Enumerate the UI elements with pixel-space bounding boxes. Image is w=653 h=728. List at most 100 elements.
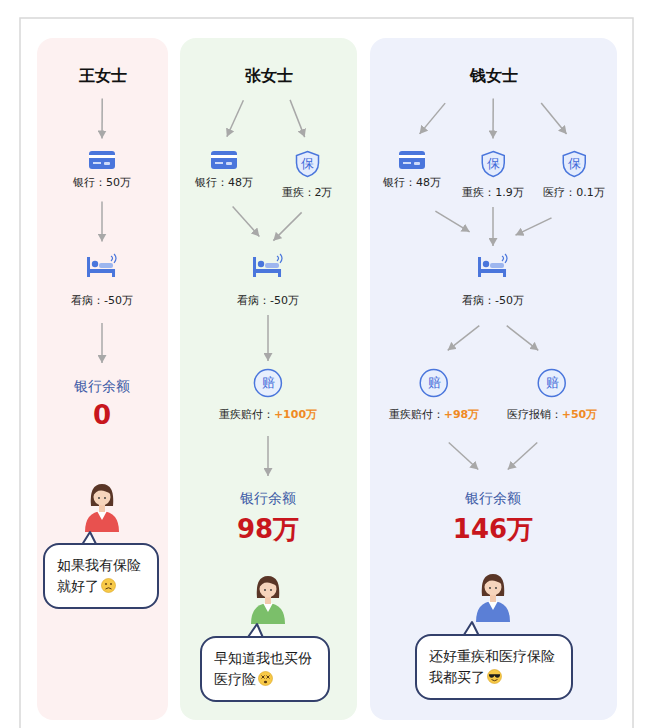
medical-node: 看病：-50万	[71, 253, 133, 308]
label-row: 重疾赔付：+98万	[389, 403, 480, 422]
flow-arrow	[541, 103, 566, 134]
flow-arrow	[267, 315, 269, 361]
bank-node: 银行：48万	[195, 150, 253, 190]
person-name: 王女士	[37, 66, 168, 87]
icon-character: 保	[294, 150, 320, 178]
balance-value: 98万	[237, 512, 299, 547]
icon-character: 赔	[253, 368, 283, 398]
bank-node: 银行：50万	[73, 150, 131, 190]
panel-ground	[180, 38, 357, 720]
amount-label: 银行：48万	[195, 175, 253, 190]
flow-arrow	[227, 100, 244, 136]
flow-arrow	[435, 211, 469, 232]
woman-avatar	[476, 574, 510, 622]
woman-avatar	[85, 484, 119, 532]
balance-value: 0	[74, 400, 130, 430]
flow-arrow	[101, 202, 103, 242]
balance-heading: 银行余额	[74, 378, 130, 396]
amount-label: +100万	[274, 408, 317, 421]
label-row: 医疗：0.1万	[543, 181, 605, 200]
amount-label: 重疾：1.9万	[462, 186, 524, 199]
amount-label: 看病：-50万	[237, 293, 299, 308]
flow-arrow	[101, 99, 103, 139]
medical-node: 看病：-50万	[462, 253, 524, 308]
icon-character: 赔	[419, 368, 449, 398]
flow-arrow	[492, 207, 494, 246]
label-row: 重疾：2万	[282, 181, 333, 200]
person-panel: 张女士银行：48万保重疾：2万看病：-50万赔重疾赔付：+100万银行余额98万…	[180, 38, 357, 720]
balance-node: 银行余额 146万	[453, 490, 533, 547]
amount-label: 重疾赔付：	[389, 408, 444, 421]
insurance-node: 保重疾：2万	[282, 150, 333, 200]
flow-arrow	[420, 103, 446, 134]
hospital-bed-icon	[476, 253, 510, 279]
flow-arrow	[492, 99, 494, 139]
amount-label: 重疾：2万	[282, 186, 333, 199]
bank-node: 银行：48万	[383, 150, 441, 190]
emoji-face	[258, 671, 273, 686]
flow-arrow	[267, 436, 269, 476]
label-row: 重疾：1.9万	[462, 181, 524, 200]
panel-ground	[370, 38, 617, 720]
bank-card-icon	[88, 150, 116, 170]
woman-avatar	[251, 576, 285, 624]
person-panel: 王女士银行：50万看病：-50万银行余额 0 如果我有保险就好了	[37, 38, 168, 720]
emoji-face	[487, 669, 502, 684]
claim-node: 赔重疾赔付：+100万	[219, 368, 317, 422]
insurance-node: 保医疗：0.1万	[543, 150, 605, 200]
icon-character: 赔	[537, 368, 567, 398]
speech-bubble: 还好重疾和医疗保险我都买了	[415, 634, 573, 700]
label-row: 医疗报销：+50万	[507, 403, 598, 422]
balance-heading: 银行余额	[453, 490, 533, 508]
amount-label: 医疗报销：	[507, 408, 562, 421]
flow-arrow	[515, 218, 551, 235]
flow-arrow	[449, 442, 479, 469]
flow-arrow	[507, 326, 539, 351]
amount-label: 看病：-50万	[462, 293, 524, 308]
icon-box: 赔	[419, 368, 449, 398]
claim-node: 赔医疗报销：+50万	[507, 368, 598, 422]
balance-node: 银行余额 98万	[237, 490, 299, 547]
bank-card-icon	[398, 150, 426, 170]
hospital-bed-icon	[85, 253, 119, 279]
flow-arrow	[508, 442, 538, 469]
speech-bubble: 早知道我也买份医疗险	[200, 636, 330, 702]
flow-arrow	[101, 323, 103, 363]
icon-box: 保	[561, 150, 587, 178]
icon-character: 保	[561, 150, 587, 178]
person-panel: 钱女士银行：48万保重疾：1.9万保医疗：0.1万看病：-50万赔重疾赔付：+9…	[370, 38, 617, 720]
medical-node: 看病：-50万	[237, 253, 299, 308]
page-frame	[20, 18, 633, 728]
flow-arrow	[290, 100, 305, 137]
amount-label: 银行：48万	[383, 175, 441, 190]
flow-arrow	[273, 212, 301, 240]
person-name: 张女士	[180, 66, 357, 87]
hospital-bed-icon	[251, 253, 285, 279]
balance-value: 146万	[453, 512, 533, 547]
amount-label: 银行：50万	[73, 175, 131, 190]
balance-node: 银行余额 0	[74, 378, 130, 430]
label-row: 重疾赔付：+100万	[219, 403, 317, 422]
speech-bubble: 如果我有保险就好了	[43, 543, 159, 609]
icon-box: 保	[480, 150, 506, 178]
bubble-text: 如果我有保险就好了	[57, 557, 141, 594]
icon-box: 赔	[537, 368, 567, 398]
panel-ground	[37, 38, 168, 720]
amount-label: +50万	[562, 408, 598, 421]
insurance-node: 保重疾：1.9万	[462, 150, 524, 200]
emoji-face	[101, 578, 116, 593]
flow-arrow	[448, 326, 480, 351]
balance-heading: 银行余额	[237, 490, 299, 508]
flow-arrow	[233, 207, 260, 237]
icon-box: 赔	[253, 368, 283, 398]
claim-node: 赔重疾赔付：+98万	[389, 368, 480, 422]
amount-label: 医疗：0.1万	[543, 186, 605, 199]
icon-character: 保	[480, 150, 506, 178]
icon-box: 保	[294, 150, 320, 178]
person-name: 钱女士	[370, 66, 617, 87]
amount-label: +98万	[444, 408, 480, 421]
amount-label: 重疾赔付：	[219, 408, 274, 421]
amount-label: 看病：-50万	[71, 293, 133, 308]
